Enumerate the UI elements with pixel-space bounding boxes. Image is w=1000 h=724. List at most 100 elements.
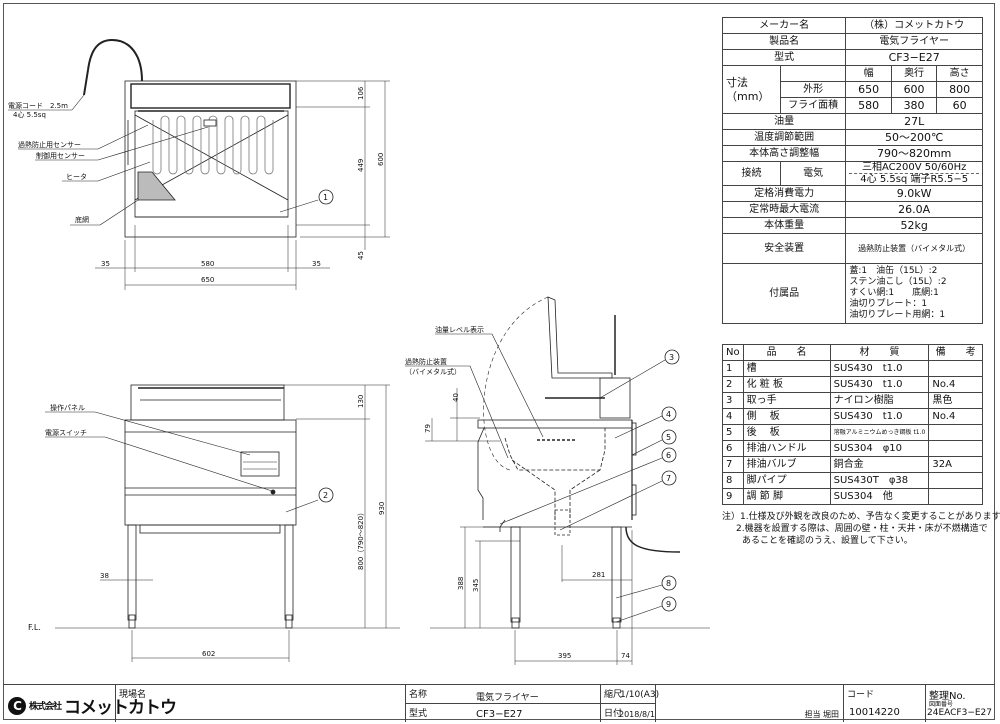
control-sensor-label: 制御用センサー [36,151,85,160]
part-name: 槽 [742,360,831,377]
front-body [124,419,297,526]
ref-value: 24EACF3−E27 [927,708,993,718]
safety-value: 過熱防止装置（バイメタル式） [845,233,983,264]
oil-level-label: 油量レベル表示 [435,325,484,334]
part-remarks [928,440,983,457]
floor-level-label: F.L. [28,623,41,632]
scale-value: 1/10(A3) [620,690,660,700]
power-label: 定格消費電力 [721,185,847,202]
dimension-label: 寸法（mm） [722,65,781,114]
code-value: 10014220 [849,707,900,718]
accessory-line: 蓋:1 油缶（15L）:2 [849,266,938,276]
part-no: 5 [722,424,744,441]
height-adjust-value: 790〜820mm [845,145,983,162]
date-cell: 日付 2018/8/1 [600,704,655,722]
header-name: 品 名 [742,344,831,361]
dim-38: 38 [100,572,109,580]
name-label: 名称 [409,690,428,700]
side-top-edge [477,419,633,429]
part-name: 排油バルブ [742,456,831,473]
weight-label: 本体重量 [721,217,847,234]
part-material: SUS304 他 [829,488,930,505]
site-label: 現場名 [119,690,147,700]
name-cell: 名称 電気フライヤー [405,685,600,704]
note-line: 2.機器を設置する際は、周囲の壁・柱・天井・床が不燃構造で [736,524,988,534]
dim-79: 79 [424,424,432,433]
top-body-outline [124,80,297,238]
part-remarks [928,424,983,441]
dim-value: 600 [890,81,938,98]
part-no: 8 [722,472,744,489]
part-name: 側 板 [742,408,831,425]
person-in-charge: 担当 堀田 [804,710,839,719]
part-no: 3 [722,392,744,409]
bottom-net-label: 底網 [75,215,89,224]
maker-value: （株）コメットカトウ [845,17,983,34]
side-leg-rear [611,526,622,623]
heater-coil [152,115,274,175]
part-no: 7 [722,456,744,473]
part-remarks [928,360,983,377]
connection-line-1: 三相AC200V 50/60Hz [849,162,979,174]
date-label: 日付 [604,709,623,719]
accessories-value: 蓋:1 油缶（15L）:2 ステン油こし（15L）:2 すくい網:1 底網:1 … [845,263,983,324]
oil-label: 油量 [721,113,847,130]
part-no: 2 [722,376,744,393]
dim-40: 40 [452,393,460,402]
header-no: No [722,344,744,361]
part-name: 排油ハンドル [742,440,831,457]
power-cord [83,38,143,96]
side-leg-front [510,526,521,623]
part-material: SUS304 φ10 [829,440,930,457]
side-power-cord [625,526,681,553]
dim-600: 600 [377,153,385,166]
title-block: C 株式会社 コメットカトウ 現場名 名称 電気フライヤー 型式 CF3−E27… [3,684,995,722]
cord-label-1: 電源コード 2.5m [8,101,68,110]
dim-930: 930 [378,502,386,515]
ref-label: 整理No. [929,691,966,702]
name-value: 電気フライヤー [476,693,539,703]
part-name: 取っ手 [742,392,831,409]
leg-right [284,524,294,621]
ref-cell: 整理No. 図面番号 24EACF3−E27 [925,685,995,722]
dim-45: 45 [357,251,365,260]
part-remarks: No.4 [928,408,983,425]
accessory-line: ステン油こし（15L）:2 [849,277,947,287]
balloon-7-label: 7 [666,474,671,483]
front-view [45,384,400,662]
bottom-net-hatch [137,171,176,201]
note-line: あることを確認のうえ、設置して下さい。 [742,536,913,546]
product-label: 製品名 [721,33,847,50]
dim-345: 345 [472,579,480,592]
drawing-frame [3,3,995,720]
connection-line-2: 4心 5.5sq 端子R5.5−5 [860,174,969,185]
dim-74: 74 [621,652,630,660]
overheat-sensor-label: 過熱防止用センサー [18,140,81,149]
control-panel [240,451,280,477]
side-view [405,296,710,665]
balloon-5-label: 5 [666,433,671,442]
code-cell: コード 10014220 [843,685,925,722]
product-value: 電気フライヤー [845,33,983,50]
connection-sub-label: 電気 [779,161,847,186]
balloon-8-label: 8 [666,579,671,588]
accessory-line: 油切りプレート用網：1 [849,310,946,320]
lid-swing-arc [483,296,549,471]
dim-35-right: 35 [312,260,321,268]
scale-cell: 縮尺 1/10(A3) [600,685,659,704]
current-value: 26.0A [845,201,983,218]
part-remarks [928,488,983,505]
part-material: SUS430T φ38 [829,472,930,489]
current-label: 定常時最大電流 [721,201,847,218]
part-remarks: 黒色 [928,392,983,409]
dimension-title: 寸法 [726,75,748,89]
model-value: CF3−E27 [845,49,983,66]
part-name: 調 節 脚 [742,488,831,505]
